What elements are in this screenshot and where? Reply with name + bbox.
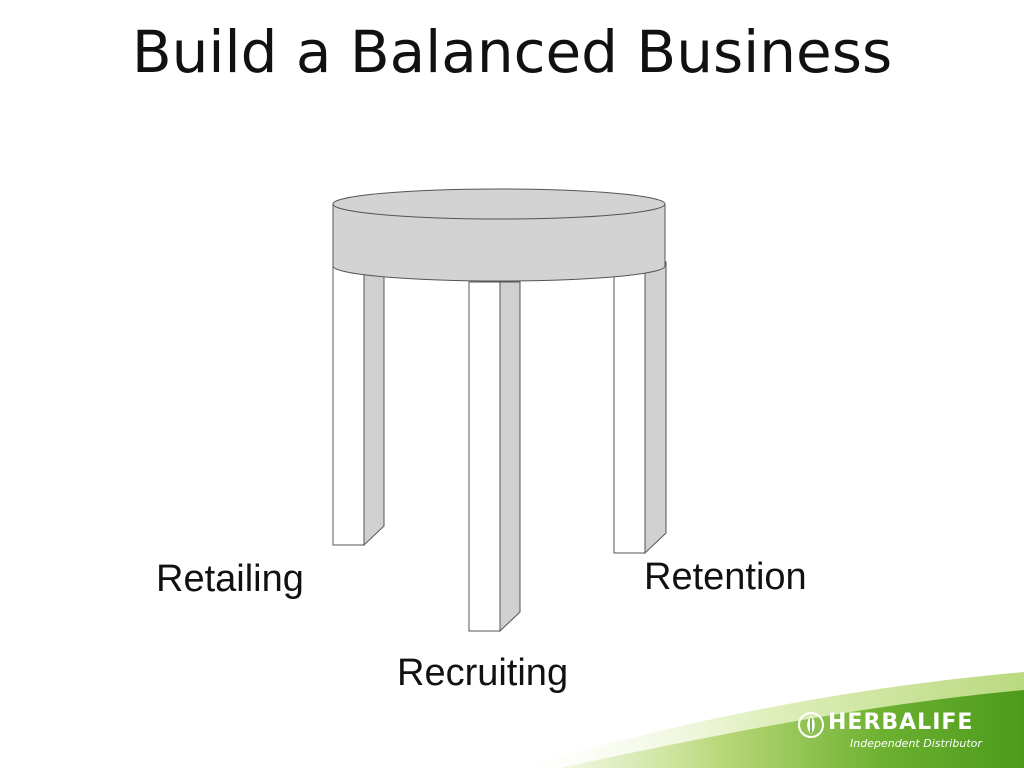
slide-title: Build a Balanced Business bbox=[131, 18, 893, 86]
label-retailing: Retailing bbox=[156, 558, 304, 600]
herbalife-leaf-icon bbox=[798, 712, 824, 738]
label-recruiting: Recruiting bbox=[397, 652, 569, 694]
leg-retailing bbox=[332, 261, 385, 547]
label-retention: Retention bbox=[644, 556, 807, 598]
brand-tagline: Independent Distributor bbox=[850, 737, 982, 750]
brand-name: HERBALIFE bbox=[828, 710, 974, 735]
stool-seat bbox=[332, 188, 666, 282]
herbalife-logo: HERBALIFE Independent Distributor bbox=[798, 710, 998, 752]
leg-retention bbox=[613, 261, 667, 555]
leg-recruiting bbox=[468, 281, 521, 633]
